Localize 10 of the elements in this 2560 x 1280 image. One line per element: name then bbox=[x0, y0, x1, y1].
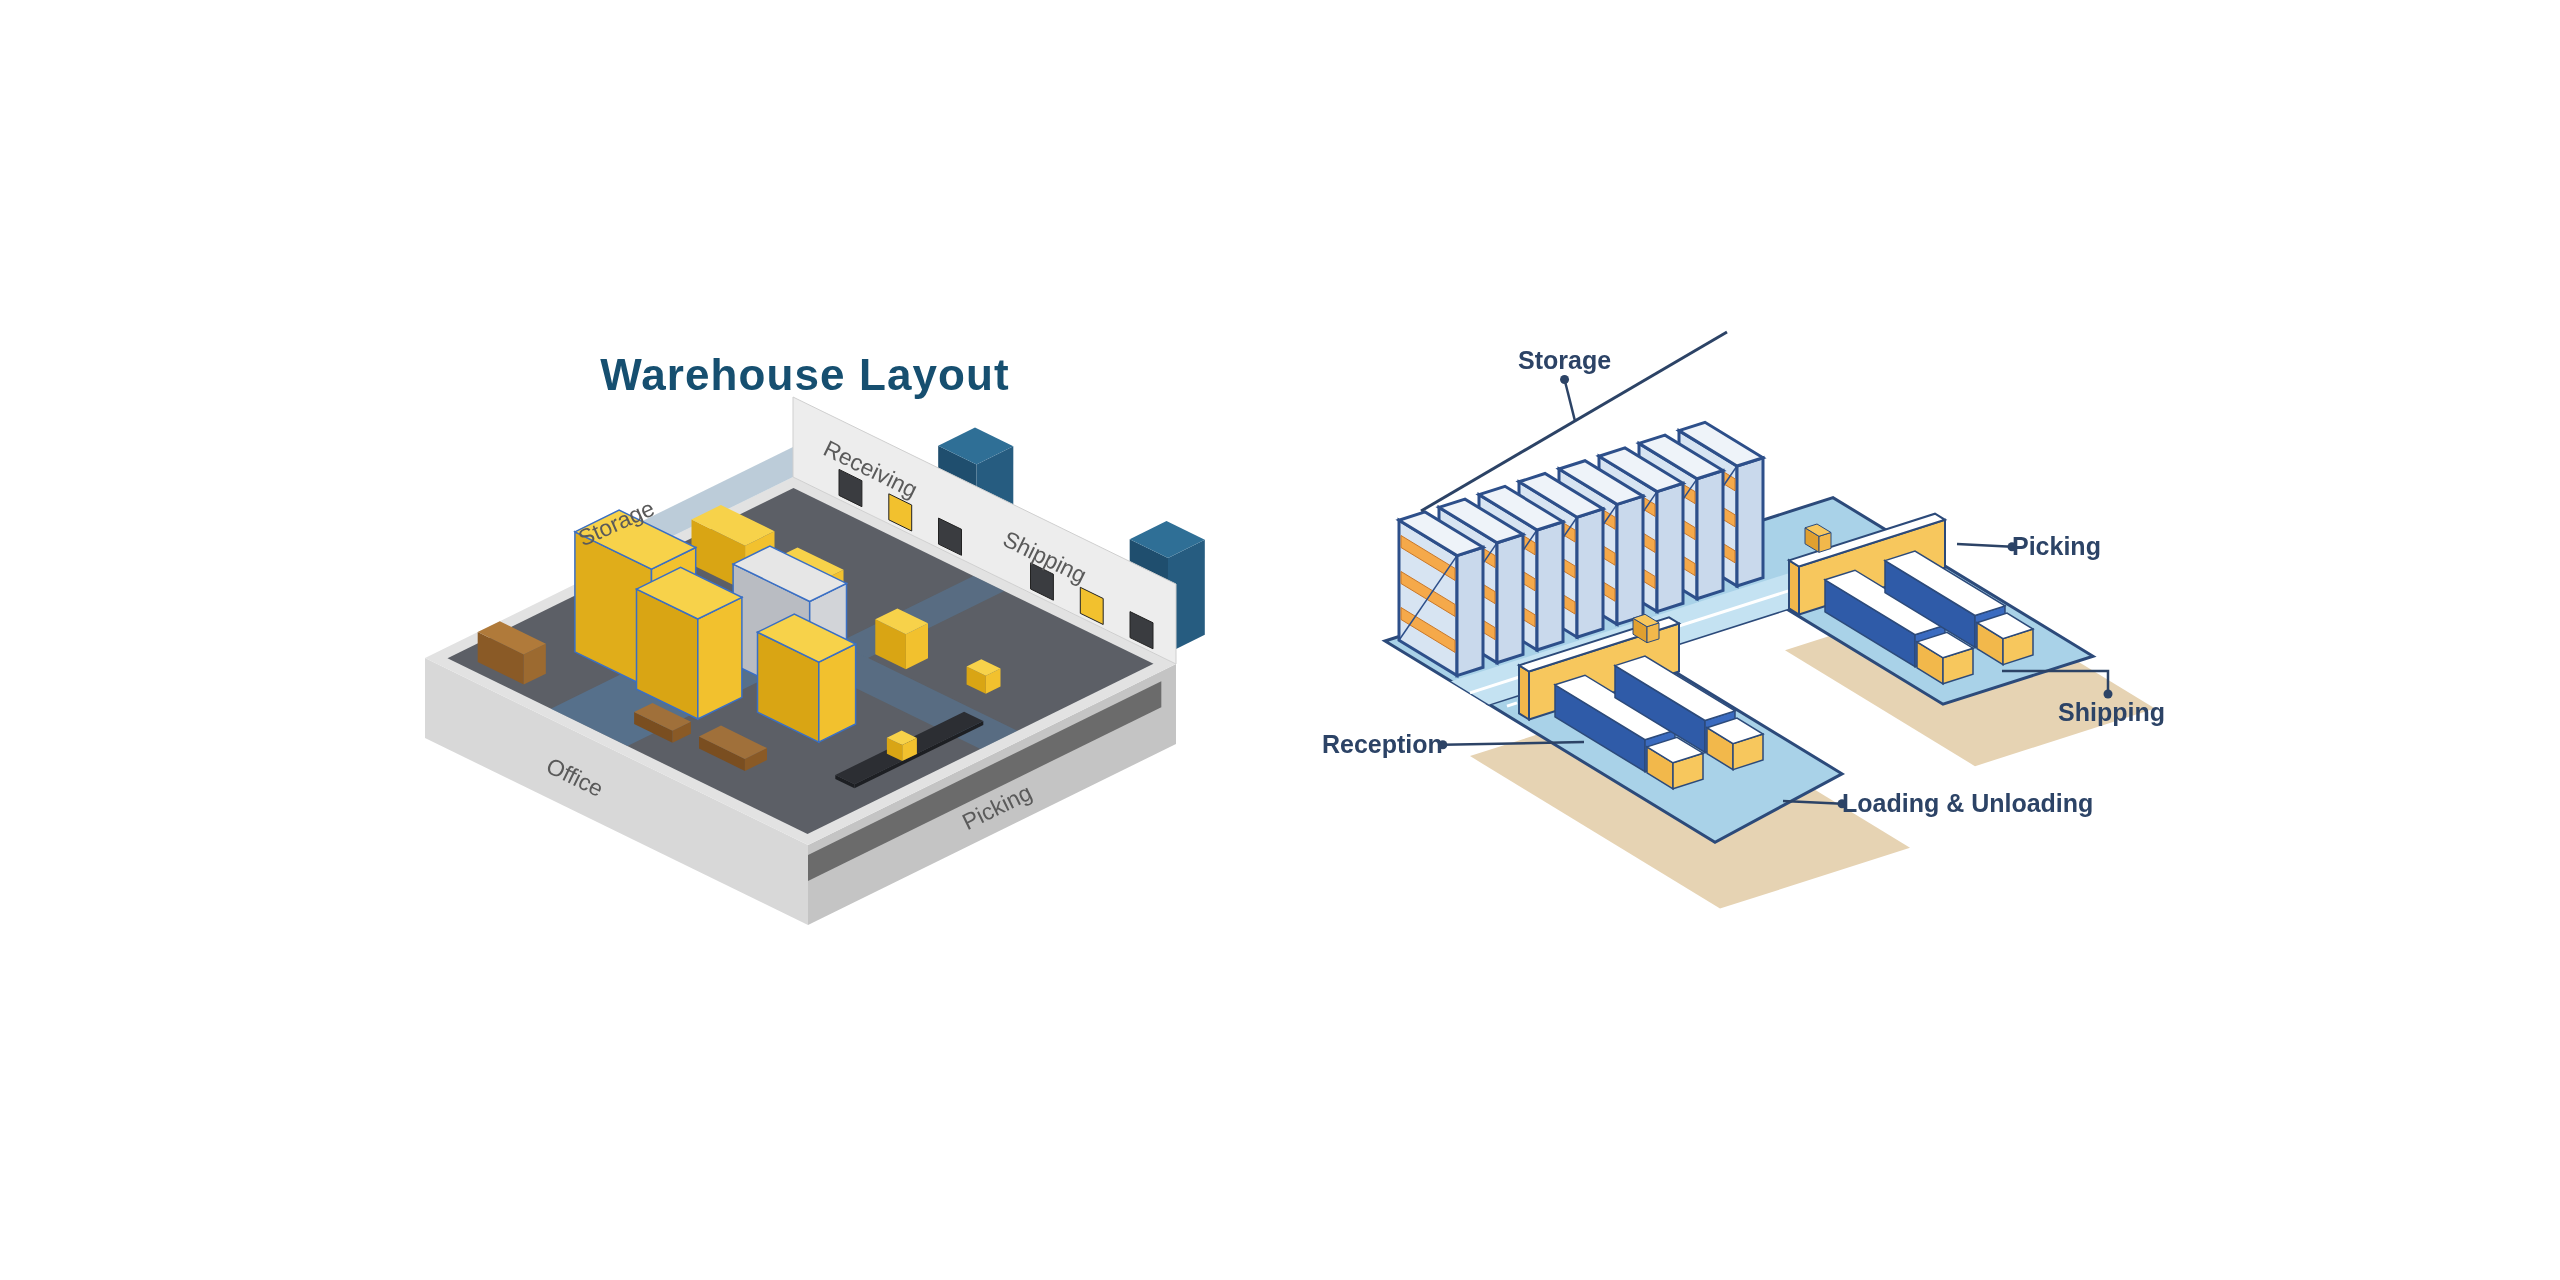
zone-callout-label: Storage bbox=[1518, 342, 1612, 380]
zone-label: Office bbox=[541, 751, 609, 804]
leader-line bbox=[1438, 740, 1585, 750]
leader-line bbox=[2002, 669, 2113, 699]
zone-callout-label: Picking bbox=[2012, 528, 2101, 566]
zone-callout-label: Reception bbox=[1322, 726, 1443, 764]
leader-line bbox=[1560, 375, 1577, 422]
zone-callout-label: Shipping bbox=[2058, 694, 2165, 732]
diagram-title: Warehouse Layout bbox=[600, 349, 1010, 401]
zone-callout-label: Loading & Unloading bbox=[1842, 785, 2094, 823]
